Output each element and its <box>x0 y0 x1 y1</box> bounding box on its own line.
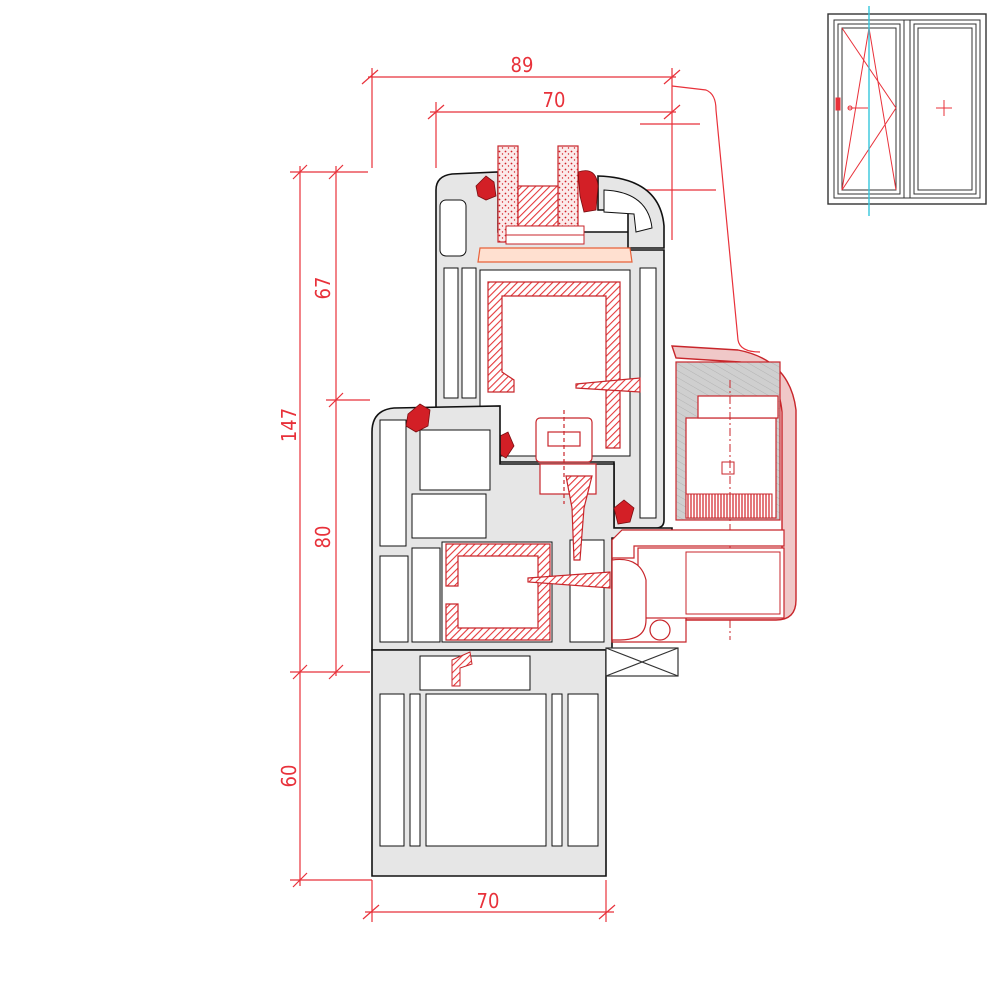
dimension-lines <box>290 68 716 922</box>
dimension-sash-height: 67 <box>311 277 335 300</box>
fixed-pane-icon <box>936 100 952 116</box>
window-elevation-thumbnail <box>827 6 987 216</box>
dimension-overall-depth: 89 <box>511 53 534 77</box>
screws <box>527 377 641 589</box>
tilt-turn-sash-icon <box>835 27 897 191</box>
frame-reinforcement <box>445 543 551 641</box>
frame-profile <box>371 405 673 651</box>
dimension-total-height: 147 <box>277 408 301 442</box>
dimension-sash-depth: 70 <box>543 88 566 112</box>
leader-curve <box>671 85 761 353</box>
connector-block <box>605 647 679 677</box>
roller-shutter-box <box>611 345 797 643</box>
frame-extension <box>371 649 607 877</box>
frame-seals <box>405 403 635 525</box>
glazing-section <box>477 145 633 263</box>
dimension-frame-height: 80 <box>311 526 335 549</box>
dimension-frame-depth: 70 <box>477 889 500 913</box>
sash-reinforcement <box>487 281 621 449</box>
dimension-extension-height: 60 <box>277 765 301 788</box>
dimension-labels: 89 70 70 147 67 80 60 <box>277 53 565 913</box>
